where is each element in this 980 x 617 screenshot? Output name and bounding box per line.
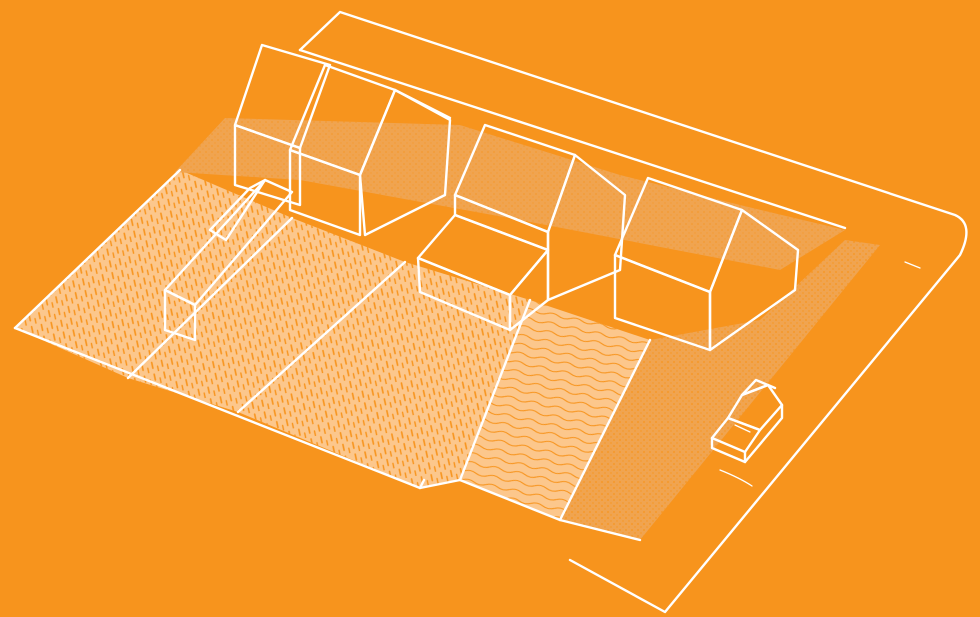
garden-plots (15, 118, 880, 540)
